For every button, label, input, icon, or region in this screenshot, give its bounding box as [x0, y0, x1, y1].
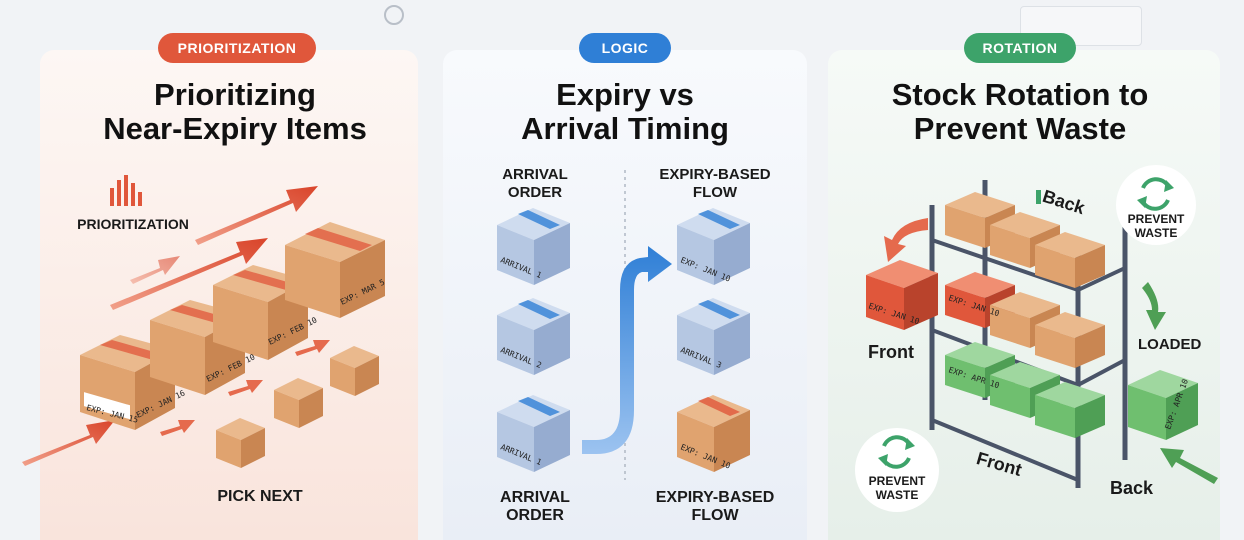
header-line: FLOW — [692, 184, 738, 201]
arrow-small-1 — [160, 420, 195, 436]
bar-chart-icon — [110, 175, 142, 206]
title-prioritizing: Prioritizing Near-Expiry Items — [60, 78, 410, 146]
loaded-label: LOADED — [1138, 336, 1202, 353]
bottom-in-arrow — [1160, 448, 1218, 484]
footer-line: ARRIVAL — [500, 489, 570, 506]
title-line1: Expiry vs — [556, 77, 694, 112]
flow-arrow — [582, 246, 672, 454]
arrow-low — [130, 256, 180, 284]
flow-box-2 — [677, 298, 750, 375]
footer-line: EXPIRY-BASED — [655, 489, 775, 506]
title-line2: Near-Expiry Items — [103, 111, 367, 146]
header-line: ARRIVAL — [502, 166, 568, 183]
expiry-flow-footer: EXPIRY-BASED FLOW — [645, 489, 785, 525]
arrival-order-footer: ARRIVAL ORDER — [480, 489, 590, 525]
back-marker — [1036, 190, 1041, 204]
prevent-line: PREVENT — [1127, 212, 1185, 226]
arrow-small-3 — [295, 340, 330, 356]
front-label-left: Front — [868, 342, 914, 362]
prevent-line: WASTE — [875, 488, 919, 502]
box-exp-mar5 — [285, 222, 385, 318]
prevent-waste-badge-top — [1116, 165, 1196, 245]
title-line1: Prioritizing — [154, 77, 316, 112]
pill-rotation: ROTATION — [964, 33, 1076, 63]
footer-line: ORDER — [506, 507, 564, 524]
title-expiry: Expiry vs Arrival Timing — [460, 78, 790, 146]
recycle-arrowhead — [905, 438, 915, 450]
rack-boxes-top — [945, 192, 1105, 288]
arrow-mid — [110, 238, 268, 310]
flow-box-1 — [677, 208, 750, 285]
arrow-bottom — [22, 420, 115, 466]
title-stock-rotation: Stock Rotation to Prevent Waste — [850, 78, 1190, 146]
prevent-waste-bottom: PREVENT WASTE — [857, 474, 937, 502]
in-arrow — [1142, 282, 1166, 330]
footer-line: FLOW — [691, 507, 739, 524]
arrival-box-3 — [497, 395, 570, 472]
prevent-line: PREVENT — [868, 474, 926, 488]
box-small-2 — [274, 378, 323, 428]
prevent-waste-badge-bottom — [855, 428, 939, 512]
pill-prioritization: PRIORITIZATION — [158, 33, 316, 63]
pill-logic: LOGIC — [579, 33, 671, 63]
arrow-small-2 — [228, 380, 263, 396]
priority-arrows — [22, 186, 330, 466]
header-line: ORDER — [507, 184, 563, 201]
recycle-arrowhead — [1137, 196, 1147, 208]
recycle-arrowhead — [878, 454, 888, 466]
arrival-box-1 — [497, 208, 570, 285]
out-arrow — [884, 218, 928, 262]
title-line1: Stock Rotation to — [891, 77, 1149, 112]
prevent-waste-top: PREVENT WASTE — [1116, 212, 1196, 240]
back-label-bottom: Back — [1110, 478, 1154, 498]
flow-box-3 — [677, 395, 750, 472]
expiry-flow-header: EXPIRY-BASED FLOW — [645, 166, 785, 202]
loaded-box — [1128, 370, 1198, 440]
decor-circle — [384, 5, 404, 25]
prioritization-chart-label: PRIORITIZATION — [77, 216, 189, 232]
arrival-order-header: ARRIVAL ORDER — [480, 166, 590, 202]
box-exp-feb10b — [213, 265, 308, 360]
rack-boxes-mid — [945, 272, 1105, 368]
title-line2: Arrival Timing — [521, 111, 729, 146]
arrow-top — [195, 186, 318, 245]
header-line: EXPIRY-BASED — [659, 166, 771, 183]
box-small-3 — [330, 346, 379, 396]
prevent-line: WASTE — [1134, 226, 1178, 240]
arrival-box-2 — [497, 298, 570, 375]
rack-boxes-bottom — [945, 342, 1105, 438]
front-out-box — [866, 260, 938, 330]
title-line2: Prevent Waste — [913, 111, 1127, 146]
box-small-1 — [216, 418, 265, 468]
recycle-arrowhead — [1164, 180, 1174, 192]
pick-next-label: PICK NEXT — [217, 488, 303, 505]
